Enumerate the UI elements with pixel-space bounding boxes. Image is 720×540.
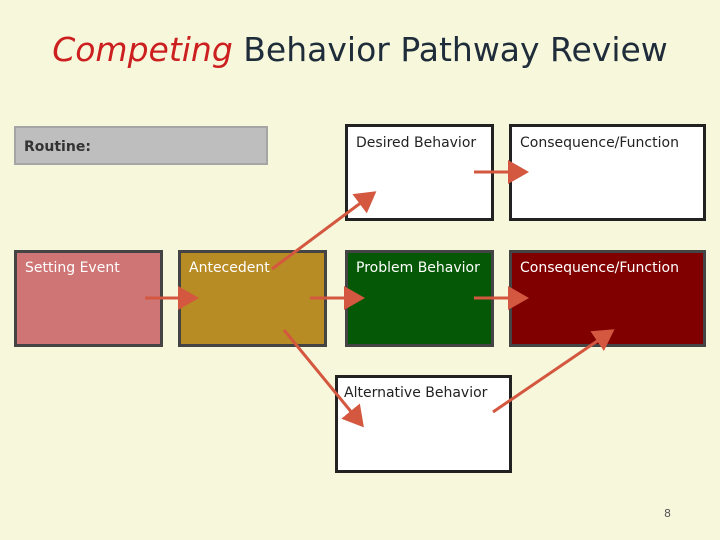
arrow-antecedent-to-desired	[271, 191, 377, 271]
alternative-behavior-box: Alternative Behavior	[335, 375, 512, 473]
setting-event-box: Setting Event	[14, 250, 163, 347]
desired-consequence-label: Consequence/Function	[520, 135, 679, 151]
problem-behavior-label: Problem Behavior	[356, 260, 480, 276]
routine-label: Routine:	[24, 139, 91, 155]
title-rest: Behavior Pathway Review	[243, 30, 668, 69]
arrow-antecedent-to-alternative	[282, 329, 364, 428]
problem-consequence-label: Consequence/Function	[520, 260, 679, 276]
routine-box: Routine:	[14, 126, 268, 165]
desired-behavior-label: Desired Behavior	[356, 135, 477, 151]
desired-consequence-box: Consequence/Function	[509, 124, 706, 221]
slide-title: Competing Behavior Pathway Review	[0, 30, 720, 69]
arrow-alternative-to-consequence	[492, 329, 615, 414]
alternative-behavior-label: Alternative Behavior	[344, 385, 488, 401]
title-accent: Competing	[52, 30, 233, 69]
problem-behavior-box: Problem Behavior	[345, 250, 494, 347]
page-number: 8	[664, 507, 671, 520]
antecedent-label: Antecedent	[189, 260, 270, 276]
setting-event-label: Setting Event	[25, 260, 120, 276]
